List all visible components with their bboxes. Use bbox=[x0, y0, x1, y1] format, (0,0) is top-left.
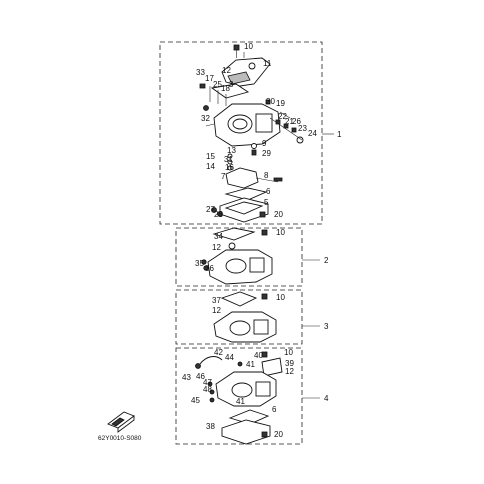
callout-20: 20 bbox=[274, 210, 283, 219]
callout-17: 17 bbox=[205, 74, 214, 83]
callout-7: 7 bbox=[221, 172, 226, 181]
assembly-1-frame bbox=[159, 41, 323, 225]
assembly-label-2: 2 bbox=[324, 256, 329, 265]
callout-39: 39 bbox=[285, 359, 294, 368]
callout-41: 41 bbox=[236, 397, 245, 406]
callout-10: 10 bbox=[284, 348, 293, 357]
assembly-label-1: 1 bbox=[337, 130, 342, 139]
drawing-code: 62Y0010-S080 bbox=[98, 435, 142, 442]
callout-12: 12 bbox=[222, 66, 231, 75]
callout-18: 18 bbox=[221, 84, 230, 93]
callout-32: 32 bbox=[201, 114, 210, 123]
callout-25: 25 bbox=[213, 80, 222, 89]
callout-20: 20 bbox=[274, 430, 283, 439]
callout-40: 40 bbox=[254, 351, 263, 360]
callout-29: 29 bbox=[262, 149, 271, 158]
callout-24: 24 bbox=[308, 129, 317, 138]
callout-5: 5 bbox=[264, 198, 269, 207]
callout-19: 19 bbox=[276, 99, 285, 108]
front-direction-icon bbox=[107, 411, 135, 433]
assembly-label-4: 4 bbox=[324, 394, 329, 403]
callout-27: 27 bbox=[206, 205, 215, 214]
assembly-4-parts bbox=[195, 351, 283, 445]
callout-33: 33 bbox=[196, 68, 205, 77]
callout-43: 43 bbox=[182, 373, 191, 382]
callout-3: 3 bbox=[229, 80, 234, 89]
callout-16: 16 bbox=[225, 163, 234, 172]
callout-41: 41 bbox=[246, 360, 255, 369]
callout-46: 46 bbox=[196, 372, 205, 381]
callout-22: 22 bbox=[278, 112, 287, 121]
callout-6: 6 bbox=[272, 405, 277, 414]
callout-12: 12 bbox=[212, 306, 221, 315]
callout-21: 21 bbox=[285, 117, 294, 126]
callout-10: 10 bbox=[276, 228, 285, 237]
callout-12: 12 bbox=[285, 367, 294, 376]
callout-13: 13 bbox=[227, 146, 236, 155]
callout-36: 36 bbox=[205, 264, 214, 273]
callout-44: 44 bbox=[225, 353, 234, 362]
callout-14: 14 bbox=[206, 162, 215, 171]
callout-23: 23 bbox=[298, 124, 307, 133]
callout-30: 30 bbox=[266, 97, 275, 106]
callout-10: 10 bbox=[244, 42, 253, 51]
callout-45: 45 bbox=[191, 396, 200, 405]
assembly-label-3: 3 bbox=[324, 322, 329, 331]
assembly-4-frame bbox=[175, 347, 303, 445]
callout-9: 9 bbox=[262, 139, 267, 148]
callout-37: 37 bbox=[212, 296, 221, 305]
assembly-3-frame bbox=[175, 289, 303, 345]
callout-15: 15 bbox=[206, 152, 215, 161]
callout-35: 35 bbox=[195, 259, 204, 268]
callout-47: 47 bbox=[203, 378, 212, 387]
callout-10: 10 bbox=[276, 293, 285, 302]
callout-11: 11 bbox=[263, 59, 272, 68]
assembly-2-parts bbox=[201, 227, 273, 285]
callout-26: 26 bbox=[292, 117, 301, 126]
callout-12: 12 bbox=[212, 243, 221, 252]
assembly-2-frame bbox=[175, 227, 303, 287]
callout-38: 38 bbox=[206, 422, 215, 431]
callout-28: 28 bbox=[214, 210, 223, 219]
callout-8: 8 bbox=[264, 171, 269, 180]
callout-48: 48 bbox=[203, 385, 212, 394]
callout-42: 42 bbox=[214, 348, 223, 357]
callout-6: 6 bbox=[266, 187, 271, 196]
assembly-1-parts bbox=[199, 44, 304, 223]
assembly-3-parts bbox=[213, 291, 277, 343]
callout-34: 34 bbox=[214, 232, 223, 241]
callout-31: 31 bbox=[224, 155, 233, 164]
